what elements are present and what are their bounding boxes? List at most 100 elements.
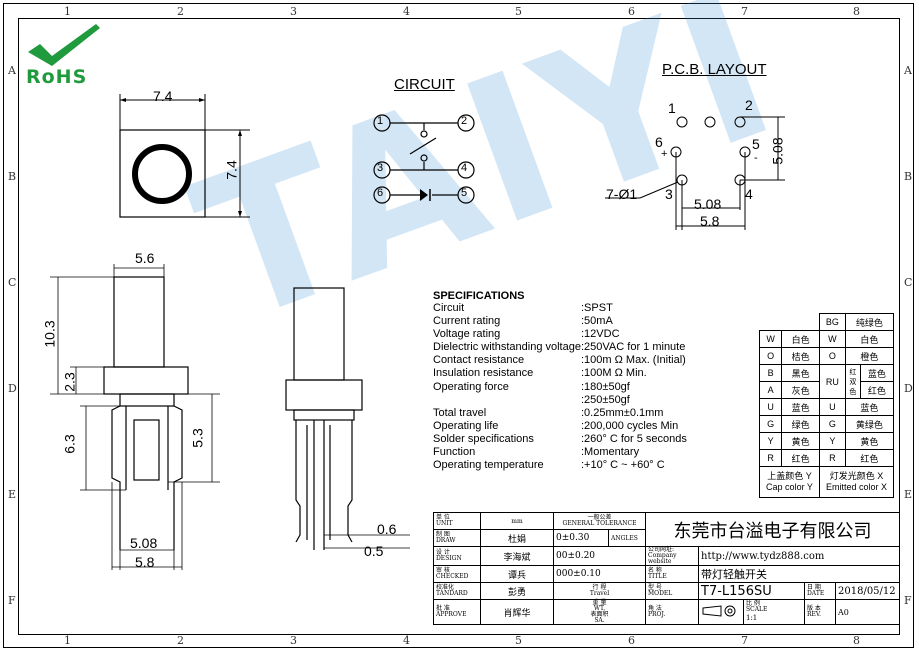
led-color: 红色 <box>859 381 895 399</box>
cap-code: Y <box>758 432 783 450</box>
tb-website-cn: 公司网址: <box>648 546 675 553</box>
tb-check-cn: 审 核 <box>436 567 450 574</box>
led-code: G <box>818 415 846 433</box>
tb-rev-en: REV. <box>807 611 822 618</box>
zone-row-b: B <box>8 170 17 183</box>
zone-col-5: 5 <box>515 5 522 18</box>
pcb-pin-2: 2 <box>745 97 753 113</box>
led-code: Y <box>818 432 846 450</box>
zone-row-e: E <box>8 488 17 501</box>
spec-value: :260° C for 5 seconds <box>581 432 687 445</box>
zone-row-f-right: F <box>904 594 912 607</box>
zone-col-7-bottom: 7 <box>741 634 748 647</box>
spec-key: Operating life <box>433 419 499 432</box>
tb-unit-cn: 单 位 <box>436 514 450 521</box>
tb-surface-en: SA. <box>594 617 605 624</box>
led-color: 蓝色 <box>859 364 895 382</box>
spec-row: Voltage rating:12VDC <box>433 328 753 341</box>
tb-rev-cn: 版 本 <box>807 605 821 612</box>
zone-col-8-bottom: 8 <box>853 634 860 647</box>
tb-draw-cn: 制 图 <box>436 531 450 538</box>
tb-surface-cn: 表面积 <box>590 611 609 618</box>
specifications-list: Circuit:SPST Current rating:50mA Voltage… <box>433 302 753 472</box>
zone-row-b-right: B <box>904 170 913 183</box>
tb-approve-en: APPROVE <box>436 611 467 618</box>
spec-value: :100m Ω Max. (Initial) <box>581 354 686 367</box>
circuit-pin-5: 5 <box>461 187 468 199</box>
spec-key: Voltage rating <box>433 328 501 341</box>
tb-name-value: 带灯轻触开关 <box>698 565 900 583</box>
zone-row-d-right: D <box>904 382 913 395</box>
tb-check-value: 谭兵 <box>480 565 554 583</box>
zone-row-a-right: A <box>904 64 912 77</box>
pcb-layout-drawing <box>605 116 785 230</box>
spec-key: Total travel <box>433 406 487 419</box>
tb-draw-en: DRAW <box>436 537 456 544</box>
specifications-title: SPECIFICATIONS <box>433 290 525 302</box>
led-dual-label: 红双色 <box>844 364 861 399</box>
dim-body-inner-height: 5.3 <box>189 428 206 448</box>
dim-foot-span: 5.8 <box>135 554 155 570</box>
tb-travel-cn: 行 程 <box>592 584 607 591</box>
spec-key: Solder specifications <box>433 432 534 445</box>
cap-code: A <box>758 381 783 399</box>
dim-flange-height: 2.3 <box>61 372 78 392</box>
tb-standard-cn: 校准化 <box>436 584 455 591</box>
tb-website-url[interactable]: http://www.tydz888.com <box>698 546 900 566</box>
front-view-drawing <box>285 287 410 550</box>
led-code: U <box>818 398 846 416</box>
tb-tolerance-2: 00±0.20 <box>553 546 646 566</box>
spec-row: Contact resistance:100m Ω Max. (Initial) <box>433 354 753 367</box>
tb-name-cn: 名 称 <box>648 567 662 574</box>
spec-row: Circuit:SPST <box>433 302 753 315</box>
cap-color: 黑色 <box>781 364 820 382</box>
tb-approve-cn: 批 准 <box>436 605 450 612</box>
zone-row-e-right: E <box>904 488 913 501</box>
top-view-drawing <box>119 94 250 218</box>
circuit-pin-6: 6 <box>377 187 384 199</box>
tb-model-value: T7-L156SU <box>698 582 805 600</box>
dim-pin-width: 0.5 <box>364 543 384 559</box>
spec-value: :180±50gf <box>581 380 630 393</box>
spec-key <box>433 394 581 407</box>
circuit-diagram <box>373 114 475 204</box>
spec-row: Total travel:0.25mm±0.1mm <box>433 407 753 420</box>
spec-row: Operating force:180±50gf <box>433 381 753 394</box>
dim-pin-span: 5.08 <box>130 535 158 551</box>
spec-value: :250±50gf <box>581 393 630 406</box>
tb-weight-en: WT. <box>593 605 606 612</box>
zone-col-1-bottom: 1 <box>64 634 71 647</box>
drawing-inner-frame <box>18 18 900 635</box>
dim-body-height: 6.3 <box>61 434 78 454</box>
tb-design-cn: 设 计 <box>436 549 450 556</box>
cap-color: 蓝色 <box>781 398 820 416</box>
zone-col-6: 6 <box>628 5 635 18</box>
cap-color-label-en: Cap color Y <box>766 482 813 492</box>
pcb-hole-label: 7-Ø1 <box>606 186 638 202</box>
dim-cap-width: 5.6 <box>135 250 155 266</box>
led-code: R <box>818 449 846 467</box>
zone-col-8: 8 <box>853 5 860 18</box>
tb-company-name: 东莞市台溢电子有限公司 <box>645 512 900 547</box>
dim-total-height: 10.3 <box>41 320 58 348</box>
zone-row-d: D <box>8 382 17 395</box>
tb-design-en: DESIGN <box>436 555 462 562</box>
tb-model-cn: 型 号 <box>648 584 662 591</box>
dim-top-height: 7.4 <box>223 160 240 180</box>
tb-tolerance-1: 0±0.30 <box>553 529 609 547</box>
spec-value: :250VAC for 1 minute <box>581 341 686 354</box>
spec-key: Dielectric withstanding voltage <box>433 341 581 354</box>
tb-proj-en: PROJ. <box>648 611 666 618</box>
pcb-dim-508-h: 5.08 <box>694 196 722 212</box>
specifications-block: SPECIFICATIONS Circuit:SPST Current rati… <box>433 290 753 472</box>
pcb-pin-6: 6 <box>655 134 663 150</box>
zone-col-1: 1 <box>64 5 71 18</box>
circuit-pin-2: 2 <box>461 115 468 127</box>
emitted-color-label-en: Emitted color X <box>825 482 887 492</box>
zone-col-7: 7 <box>741 5 748 18</box>
zone-col-3-bottom: 3 <box>290 634 297 647</box>
pcb-plus-sign: + <box>661 148 668 160</box>
tb-check-en: CHECKED <box>436 573 469 580</box>
dim-pin-thickness: 0.6 <box>377 521 397 537</box>
zone-col-4-bottom: 4 <box>403 634 410 647</box>
